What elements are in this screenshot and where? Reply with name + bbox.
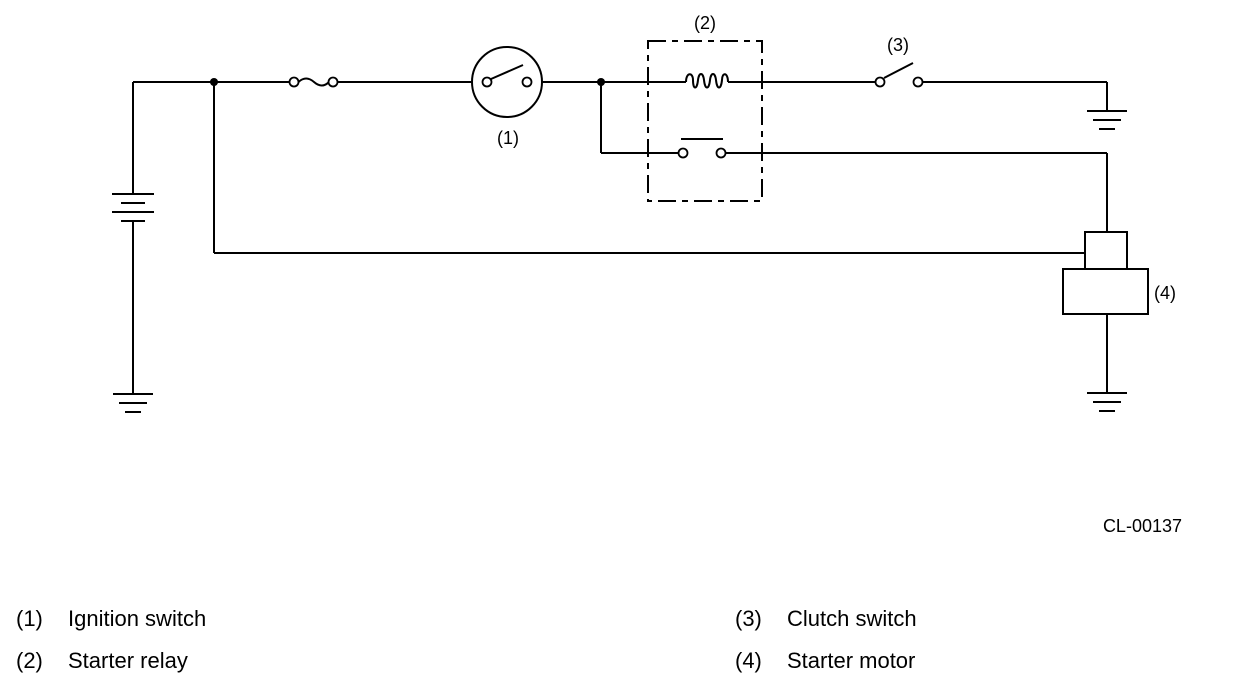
battery-symbol bbox=[112, 82, 154, 393]
clutch-switch-label: (3) bbox=[887, 35, 909, 55]
legend-text: Ignition switch bbox=[68, 606, 207, 631]
legend-text: Clutch switch bbox=[787, 606, 917, 631]
legend-number: (1) bbox=[16, 606, 43, 631]
legend-number: (4) bbox=[735, 648, 762, 673]
legend-text: Starter motor bbox=[787, 648, 916, 673]
clutch-ground-icon bbox=[1087, 110, 1127, 130]
starter-ground-icon bbox=[1087, 392, 1127, 412]
fuse-symbol bbox=[288, 76, 472, 88]
legend-item-3: (3) Clutch switch bbox=[735, 606, 917, 632]
starter-relay bbox=[647, 40, 763, 202]
legend-number: (3) bbox=[735, 606, 762, 631]
main-supply-wire bbox=[133, 78, 1085, 254]
starter-motor bbox=[1062, 231, 1149, 392]
starter-motor-label: (4) bbox=[1154, 283, 1176, 303]
clutch-switch bbox=[874, 62, 1108, 110]
legend-number: (2) bbox=[16, 648, 43, 673]
starter-relay-label: (2) bbox=[694, 13, 716, 33]
legend-item-2: (2) Starter relay bbox=[16, 648, 188, 674]
figure-code: CL-00137 bbox=[1103, 516, 1182, 536]
ignition-switch-label: (1) bbox=[497, 128, 519, 148]
legend-item-4: (4) Starter motor bbox=[735, 648, 915, 674]
legend-item-1: (1) Ignition switch bbox=[16, 606, 206, 632]
ignition-switch bbox=[471, 46, 601, 118]
battery-ground-icon bbox=[113, 393, 153, 413]
legend-text: Starter relay bbox=[68, 648, 188, 673]
